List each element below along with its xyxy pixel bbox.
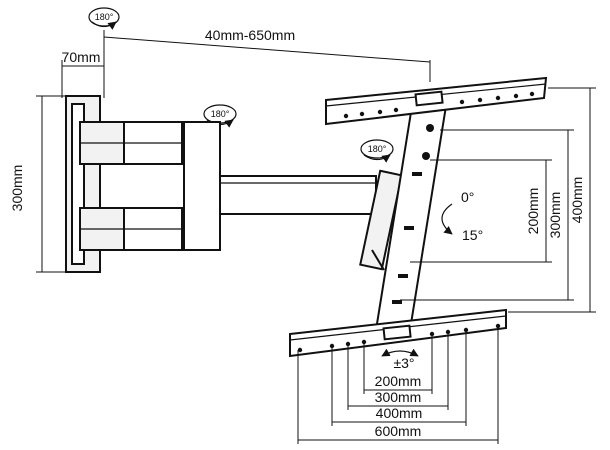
vesa-horizontal-300-label: 300mm (375, 389, 422, 405)
vesa-horizontal-dimensions: 200mm 300mm 400mm 600mm (297, 326, 499, 444)
vesa-vertical-300-label: 300mm (547, 192, 563, 239)
rotation-badge-top-left: 180° (88, 7, 120, 30)
vesa-vertical-200-label: 200mm (525, 188, 541, 235)
wall-plate-height-dimension: 300mm (9, 95, 66, 273)
arm-column (183, 121, 221, 251)
level-adjustment-label: ±3° (393, 355, 414, 371)
tilt-down-label: 15° (462, 227, 483, 243)
rotation-badge-plate: 180° (360, 139, 394, 163)
rotation-label-top-left: 180° (95, 12, 114, 22)
tilt-up-label: 0° (461, 189, 474, 205)
vesa-horizontal-400-label: 400mm (376, 405, 423, 421)
vesa-horizontal-600-label: 600mm (375, 423, 422, 439)
level-adjustment-indicator: ±3° (381, 348, 419, 371)
tilt-indicator: 0° 15° (441, 189, 483, 243)
tilt-head (359, 169, 403, 271)
bottom-rail (289, 308, 507, 358)
vesa-horizontal-200-label: 200mm (375, 373, 422, 389)
rotation-label-arm: 180° (211, 109, 230, 119)
arm-extension-dimension: 40mm-650mm (103, 27, 431, 98)
vesa-vertical-dimensions: 200mm 300mm 400mm (400, 87, 596, 313)
rotation-label-plate: 180° (368, 144, 387, 154)
top-rail (325, 76, 548, 126)
wall-plate-height-label: 300mm (9, 165, 25, 212)
vesa-vertical-400-label: 400mm (569, 177, 585, 224)
wall-plate-depth-dimension: 70mm (61, 49, 104, 98)
arm-extension-label: 40mm-650mm (205, 27, 295, 43)
wall-plate-depth-label: 70mm (62, 49, 101, 65)
extension-arm (219, 175, 377, 215)
